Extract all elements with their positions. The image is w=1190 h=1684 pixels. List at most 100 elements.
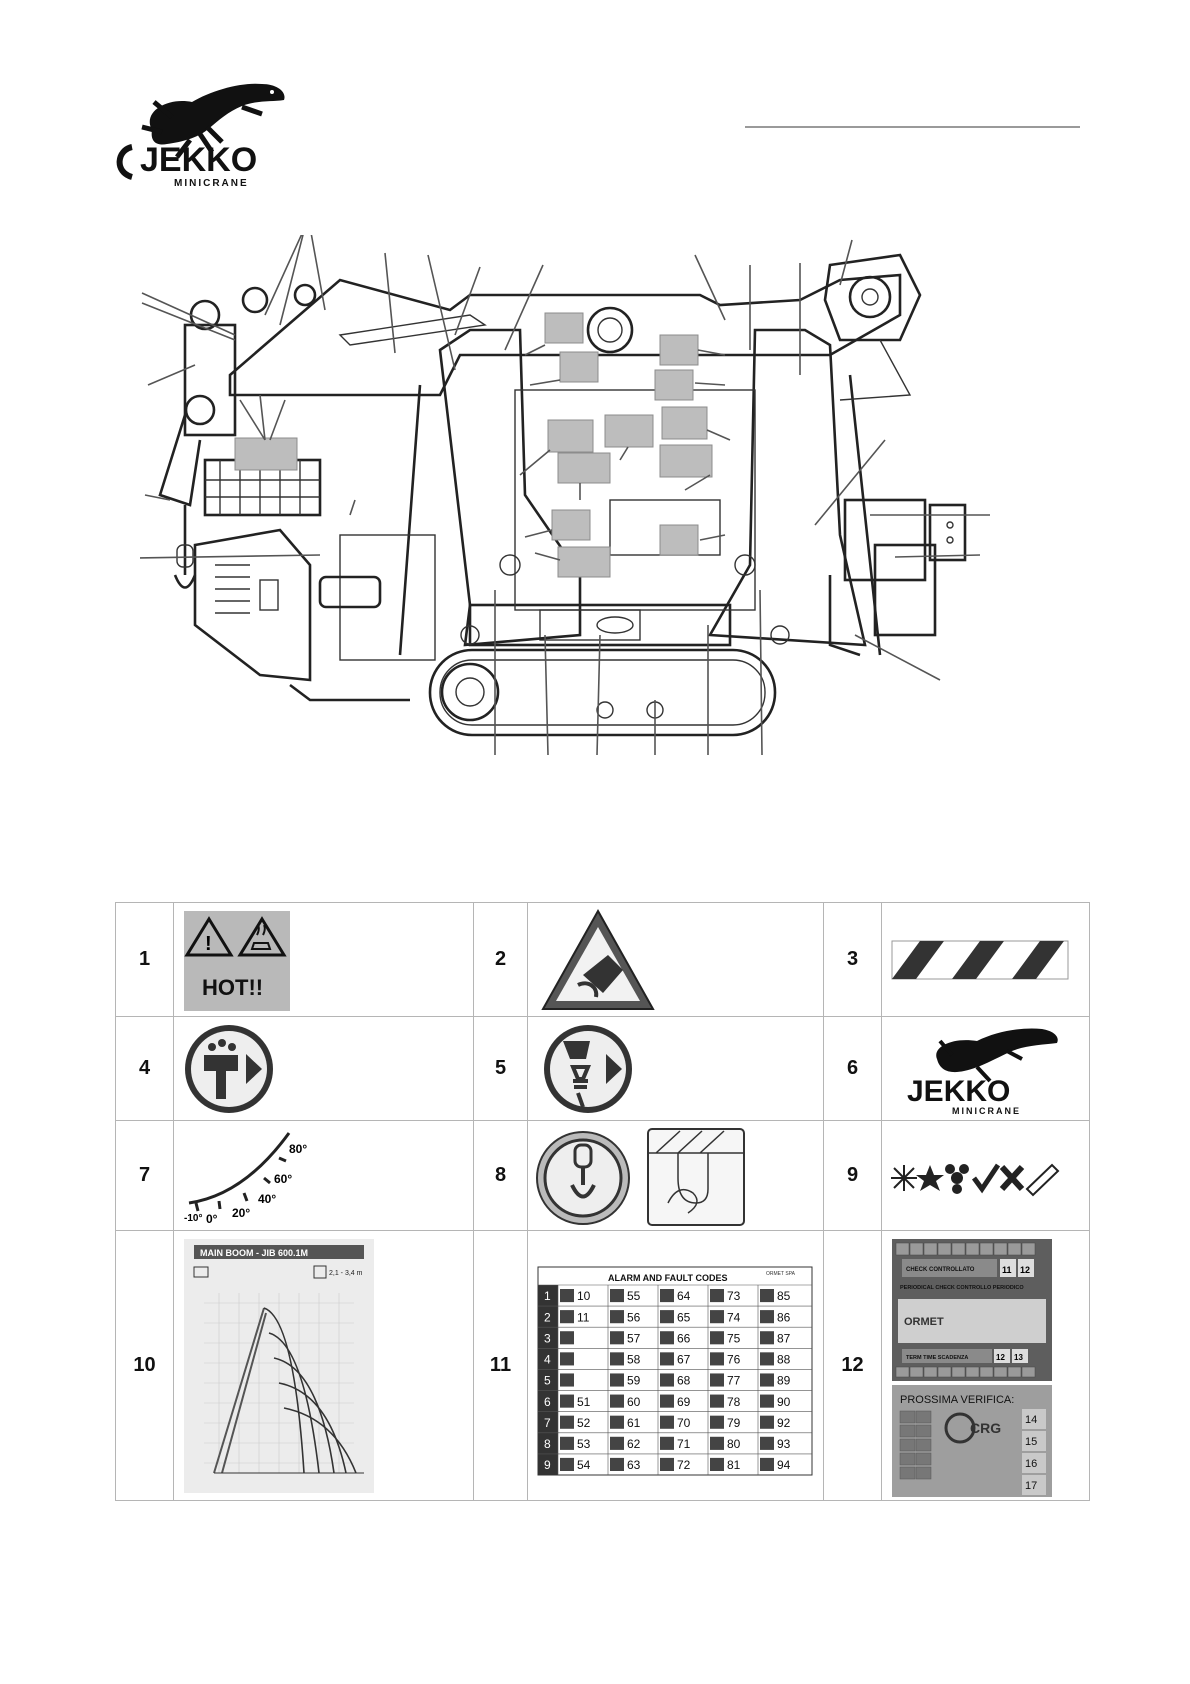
alarm-code: 76 — [727, 1352, 741, 1366]
crush-warning-cell — [527, 902, 824, 1017]
alarm-icon — [610, 1330, 624, 1344]
alarm-icon — [710, 1436, 724, 1450]
item-number: 7 — [115, 1120, 174, 1231]
alarm-icon — [560, 1436, 574, 1450]
alarm-icon — [760, 1415, 774, 1429]
alarm-icon — [660, 1309, 674, 1323]
alarm-icon — [760, 1436, 774, 1450]
term-label: TERM TIME SCADENZA — [906, 1355, 968, 1361]
alarm-code: 66 — [677, 1331, 691, 1345]
alarm-icon — [610, 1288, 624, 1302]
alarm-code: 77 — [727, 1373, 741, 1387]
alarm-code: 11 — [577, 1310, 590, 1324]
hook-cell — [527, 1120, 824, 1231]
alarm-icon — [610, 1394, 624, 1408]
svg-text:!: ! — [205, 933, 212, 955]
angle-scale-cell: -10° 0° 20° 40° 60° 80° — [173, 1120, 474, 1231]
winch — [823, 253, 922, 342]
alarm-code: 80 — [727, 1436, 741, 1450]
alarm-row-number: 4 — [544, 1352, 551, 1366]
grease-cell — [173, 1016, 474, 1121]
alarm-code: 56 — [627, 1310, 641, 1324]
alarm-code: 94 — [777, 1458, 791, 1472]
alarm-icon — [610, 1415, 624, 1429]
side-num: 16 — [1025, 1458, 1037, 1470]
angle-label: 60° — [274, 1172, 292, 1186]
load-chart-range: 2,1 - 3,4 m — [329, 1270, 363, 1277]
grease-brush-icon — [185, 1024, 273, 1113]
alarm-row-number: 2 — [544, 1310, 551, 1324]
alarm-icon — [660, 1330, 674, 1344]
alarm-code: 70 — [677, 1415, 691, 1429]
alarm-icon — [560, 1309, 574, 1323]
inspection-cell: CHECK CONTROLLATO 11 12 PERIODICAL CHECK… — [881, 1230, 1090, 1501]
alarm-code: 51 — [577, 1394, 591, 1408]
alarm-icon — [560, 1288, 574, 1302]
stripe-cell — [881, 902, 1090, 1017]
alarm-code: 60 — [627, 1394, 641, 1408]
side-num: 15 — [1025, 1436, 1037, 1448]
table-row: 4 5 6 J — [115, 1016, 1090, 1121]
alarm-icon — [660, 1372, 674, 1387]
alarm-code: 67 — [677, 1352, 691, 1366]
alarm-icon — [760, 1394, 774, 1408]
sticker-table: 1 ! HOT!! 2 3 — [115, 902, 1090, 1501]
alarm-row-number: 9 — [544, 1458, 551, 1472]
alarm-row-number: 1 — [544, 1289, 551, 1303]
ormet-brand: ORMET — [904, 1316, 944, 1328]
alarm-code: 61 — [627, 1415, 641, 1429]
alarm-icon — [560, 1415, 574, 1429]
alarm-icon — [560, 1372, 574, 1387]
alarm-row-number: 6 — [544, 1394, 551, 1408]
alarm-code: 65 — [677, 1310, 691, 1324]
item-number: 2 — [473, 902, 528, 1017]
item-number: 1 — [115, 902, 174, 1017]
check-title: CHECK CONTROLLATO — [906, 1267, 975, 1273]
logo-sticker-cell: JEKKO MINICRANE — [881, 1016, 1090, 1121]
hot-label: HOT!! — [202, 975, 263, 1000]
alarm-icon — [660, 1351, 674, 1365]
track — [428, 648, 777, 737]
top-num: 11 — [1002, 1265, 1012, 1275]
table-row: 7 -10° 0° 20° 40° 60° 80° 8 — [115, 1120, 1090, 1231]
top-num: 12 — [1020, 1265, 1030, 1275]
periodic-label: PERIODICAL CHECK CONTROLLO PERIODICO — [900, 1285, 1024, 1291]
alarm-icon — [760, 1457, 774, 1471]
item-number: 3 — [823, 902, 882, 1017]
alarm-header-note: ORMET SPA — [766, 1271, 796, 1277]
alarm-icon — [760, 1330, 774, 1344]
load-chart-title: MAIN BOOM - JIB 600.1M — [200, 1248, 308, 1258]
item-number: 6 — [823, 1016, 882, 1121]
alarm-icon — [660, 1457, 674, 1471]
alarm-icon — [710, 1372, 724, 1387]
alarm-icon — [660, 1436, 674, 1450]
alarm-icon — [710, 1457, 724, 1471]
alarm-code: 73 — [727, 1289, 741, 1303]
angle-label: 40° — [258, 1192, 276, 1206]
alarm-icon — [710, 1351, 724, 1365]
alarm-code: 75 — [727, 1331, 741, 1345]
engine-cover — [193, 528, 312, 682]
sticker-sub: MINICRANE — [952, 1106, 1021, 1116]
alarm-code: 63 — [627, 1458, 641, 1472]
load-chart-sticker: MAIN BOOM - JIB 600.1M 2,1 - 3,4 m — [184, 1238, 374, 1493]
alarm-icon — [660, 1415, 674, 1429]
alarm-icon — [610, 1309, 624, 1323]
hook-sling-icon — [536, 1127, 745, 1226]
crg-logo: CRG — [970, 1420, 1001, 1436]
hand-crush-warning-icon — [541, 908, 655, 1010]
slewing-ring — [586, 306, 634, 354]
jib-head — [183, 323, 237, 437]
alarm-code: 58 — [627, 1352, 641, 1366]
alarm-code: 59 — [627, 1373, 641, 1387]
alarm-code: 52 — [577, 1415, 591, 1429]
item-number: 9 — [823, 1120, 882, 1231]
alarm-row-number: 3 — [544, 1331, 551, 1345]
alarm-code: 57 — [627, 1331, 641, 1345]
angle-label: 20° — [232, 1206, 250, 1220]
alarm-code: 53 — [577, 1436, 591, 1450]
hot-warning-icon: ! HOT!! — [184, 910, 290, 1011]
alarm-icon — [760, 1372, 774, 1387]
angle-label: 0° — [206, 1212, 218, 1226]
